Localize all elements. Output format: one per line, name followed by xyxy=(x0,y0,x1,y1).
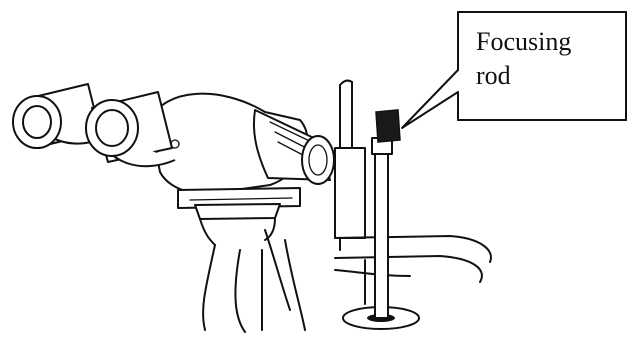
callout-line-1: Focusing xyxy=(476,27,571,56)
base-table xyxy=(203,230,305,332)
callout-label: Focusing rod xyxy=(402,12,626,128)
side-platform xyxy=(335,236,491,304)
callout-line-2: rod xyxy=(476,61,511,90)
binocular-microscope xyxy=(13,84,334,245)
support-pillar xyxy=(335,81,365,250)
